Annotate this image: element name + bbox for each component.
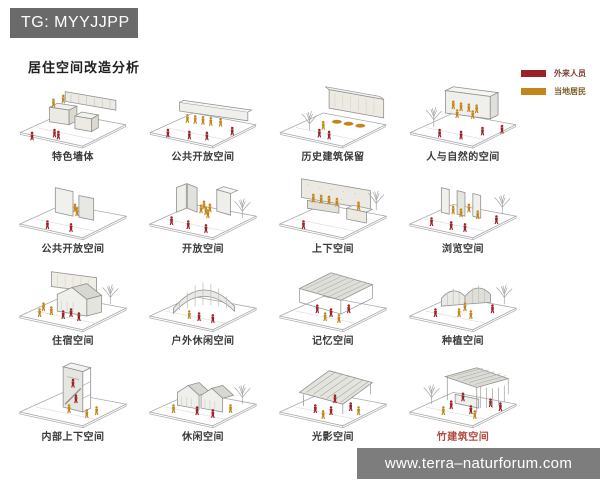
diagram-cell-5: 公共开放空间	[8, 164, 138, 256]
axonometric-diagram	[18, 187, 128, 241]
axonometric-diagram	[408, 284, 518, 333]
axonometric-diagram	[279, 86, 387, 149]
diagram-label: 上下空间	[312, 244, 354, 255]
diagram-label: 特色墙体	[52, 152, 94, 163]
diagram-cell-10: 户外休闲空间	[138, 256, 268, 348]
telegram-banner: TG: MYYJJPP	[10, 8, 138, 38]
axonometric-diagram	[148, 183, 258, 241]
diagram-cell-11: 记忆空间	[268, 256, 398, 348]
diagram-cell-15: 光影空间	[268, 348, 398, 444]
diagram-cell-13: 内部上下空间	[8, 348, 138, 444]
legend-label-outsiders: 外来人员	[554, 69, 586, 78]
diagram-cell-8: 浏览空间	[398, 164, 528, 256]
diagram-cell-7: 上下空间	[268, 164, 398, 256]
legend-label-locals: 当地居民	[554, 87, 586, 96]
axonometric-diagram	[278, 370, 388, 429]
diagram-label: 浏览空间	[442, 244, 484, 255]
watermark-text: www.terra–naturforum.com	[384, 455, 573, 472]
diagram-label: 光影空间	[312, 432, 354, 443]
diagram-label: 开放空间	[182, 244, 224, 255]
legend: 外来人员 当地居民	[521, 68, 586, 104]
axonometric-diagram	[408, 187, 518, 241]
axonometric-diagram	[278, 272, 388, 333]
diagram-label: 历史建筑保留	[301, 152, 365, 163]
axonometric-diagram	[148, 382, 258, 429]
telegram-banner-text: TG: MYYJJPP	[21, 14, 130, 31]
diagram-cell-12: 种植空间	[398, 256, 528, 348]
diagram-label: 人与自然的空间	[426, 152, 500, 163]
diagram-label: 住宿空间	[52, 336, 94, 347]
axonometric-diagram	[148, 282, 258, 333]
diagram-cell-4: 人与自然的空间	[398, 76, 528, 164]
diagram-cell-2: 公共开放空间	[138, 76, 268, 164]
axonometric-diagram	[278, 178, 388, 241]
axonometric-diagram	[18, 271, 128, 333]
diagram-label: 公共开放空间	[41, 244, 105, 255]
axonometric-diagram	[149, 100, 257, 149]
diagram-cell-1: 特色墙体	[8, 76, 138, 164]
diagram-cell-14: 休闲空间	[138, 348, 268, 444]
watermark-bar: www.terra–naturforum.com	[357, 448, 600, 479]
legend-row-locals: 当地居民	[521, 86, 586, 97]
axonometric-diagram	[408, 367, 518, 429]
diagram-label: 竹建筑空间	[436, 432, 490, 443]
axonometric-diagram	[409, 86, 517, 149]
diagram-label: 公共开放空间	[171, 152, 235, 163]
diagram-label: 内部上下空间	[41, 432, 105, 443]
diagram-cell-6: 开放空间	[138, 164, 268, 256]
outsider-color-swatch	[521, 70, 546, 77]
diagram-cell-16: 竹建筑空间	[398, 348, 528, 444]
local-color-swatch	[521, 88, 546, 95]
axonometric-diagram	[18, 362, 128, 429]
page-title: 居住空间改造分析	[28, 60, 141, 75]
diagram-label: 种植空间	[442, 336, 484, 347]
diagram-cell-9: 住宿空间	[8, 256, 138, 348]
legend-row-outsiders: 外来人员	[521, 68, 586, 79]
diagram-label: 户外休闲空间	[171, 336, 235, 347]
diagram-cell-3: 历史建筑保留	[268, 76, 398, 164]
diagram-grid: 特色墙体公共开放空间历史建筑保留人与自然的空间公共开放空间开放空间上下空间浏览空…	[8, 76, 528, 444]
diagram-label: 休闲空间	[182, 432, 224, 443]
axonometric-diagram	[19, 91, 127, 149]
diagram-label: 记忆空间	[312, 336, 354, 347]
